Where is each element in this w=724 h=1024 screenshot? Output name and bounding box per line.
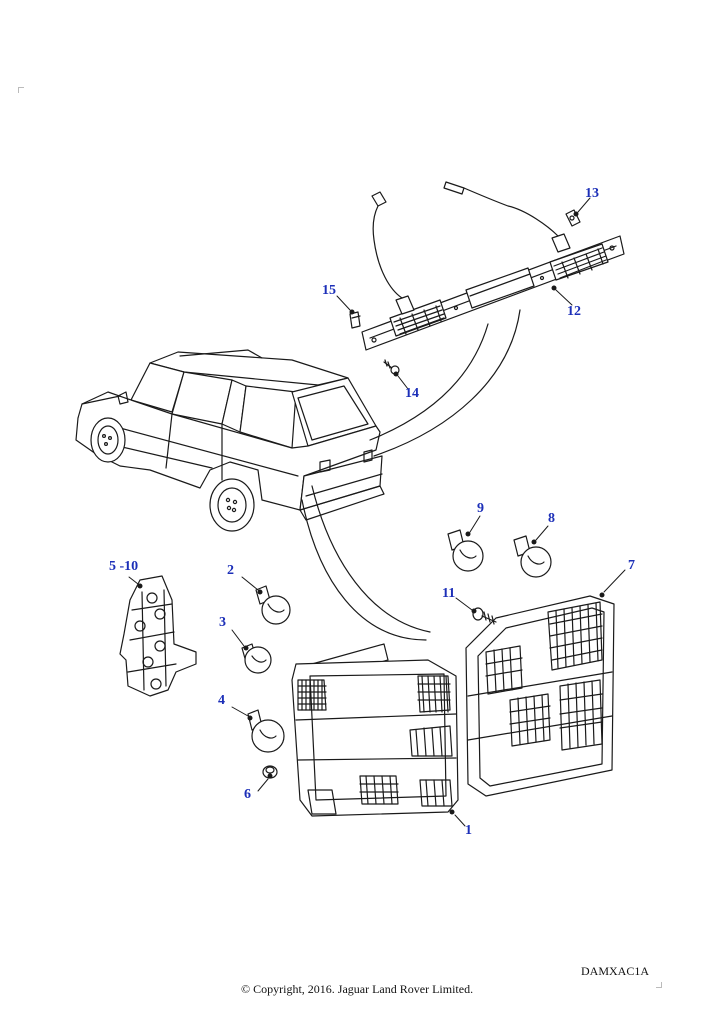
leader-lines	[128, 197, 626, 827]
bulb-9	[447, 529, 484, 572]
leader-dots	[137, 211, 605, 815]
callout-13[interactable]: 13	[585, 186, 599, 201]
diagram-code: DAMXAC1A	[581, 964, 650, 978]
callout-3[interactable]: 3	[219, 615, 226, 630]
callout-4[interactable]: 4	[218, 693, 225, 708]
callout-7[interactable]: 7	[628, 558, 635, 573]
callout-2[interactable]: 2	[227, 563, 234, 578]
corner-mark-top-left	[18, 87, 24, 93]
copyright-notice: © Copyright, 2016. Jaguar Land Rover Lim…	[241, 982, 474, 996]
tailgate-lamp-assembly	[465, 595, 615, 797]
bulb-holder-plate	[119, 575, 197, 697]
nut-15	[349, 311, 361, 329]
bulb-8	[513, 535, 552, 578]
callout-14[interactable]: 14	[405, 386, 419, 401]
callout-6[interactable]: 6	[244, 787, 251, 802]
callout-9[interactable]: 9	[477, 501, 484, 516]
callout-11[interactable]: 11	[442, 586, 456, 601]
connector-curves	[301, 309, 521, 641]
screw-11	[472, 607, 497, 625]
callout-12[interactable]: 12	[567, 304, 581, 319]
bulb-4	[247, 709, 285, 753]
clip-13	[565, 209, 581, 227]
callout-15[interactable]: 15	[322, 283, 336, 298]
corner-mark-bottom-right	[656, 982, 662, 988]
high-mount-stop-lamp	[361, 181, 625, 351]
callout-1[interactable]: 1	[465, 823, 472, 838]
callout-5-10[interactable]: 5 -10	[109, 559, 139, 574]
rear-lamp-assembly	[291, 643, 459, 817]
vehicle-illustration	[75, 349, 385, 532]
bulb-2	[255, 585, 291, 625]
callout-8[interactable]: 8	[548, 511, 555, 526]
